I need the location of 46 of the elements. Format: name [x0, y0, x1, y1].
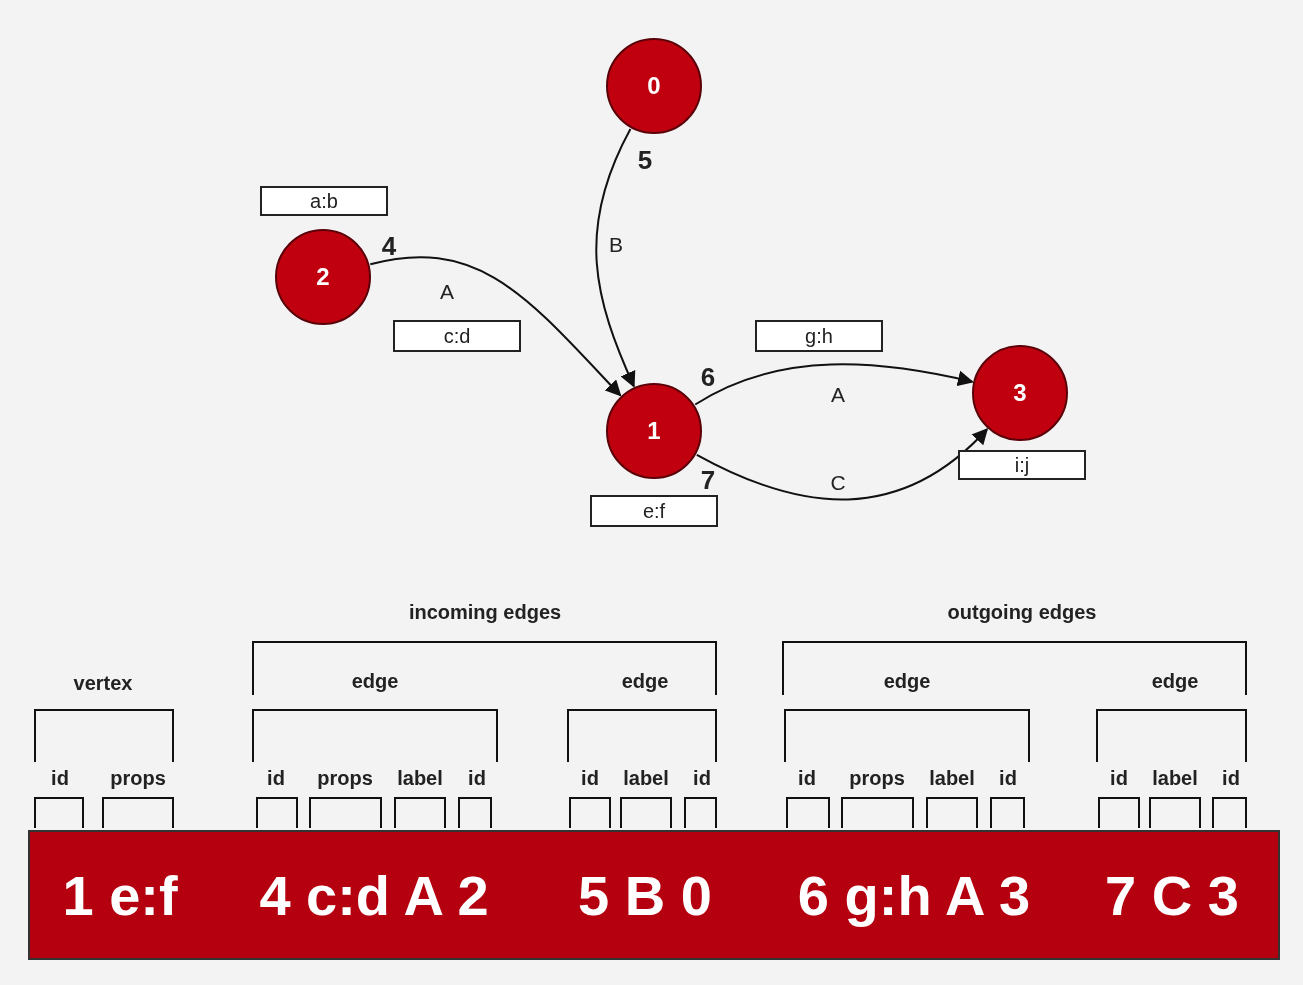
- property-box: a:b: [260, 186, 388, 216]
- bracket-label: props: [110, 766, 166, 790]
- property-box: g:h: [755, 320, 883, 352]
- bracket-label: outgoing edges: [947, 600, 1097, 624]
- bracket-label: vertex: [73, 671, 133, 695]
- property-box: c:d: [393, 320, 521, 352]
- bracket-label: props: [849, 766, 905, 790]
- record-field: 5 B 0: [578, 862, 712, 928]
- bracket-label: id: [1110, 766, 1128, 790]
- edge-id: 7: [700, 464, 716, 496]
- vertex-circle: 0: [606, 38, 702, 134]
- bracket-label: edge: [883, 669, 931, 693]
- record-bar: [28, 830, 1280, 960]
- arrow: [595, 127, 636, 388]
- bracket-label: edge: [621, 669, 669, 693]
- record-field: 7 C 3: [1105, 862, 1239, 928]
- bracket-label: incoming edges: [408, 600, 562, 624]
- vertex-circle: 1: [606, 383, 702, 479]
- arrow: [369, 256, 622, 397]
- bracket-label: id: [1222, 766, 1240, 790]
- vertex-circle: 2: [275, 229, 371, 325]
- bracket-label: edge: [351, 669, 399, 693]
- bracket-label: label: [623, 766, 669, 790]
- property-box: e:f: [590, 495, 718, 527]
- bracket-label: id: [468, 766, 486, 790]
- record-field: 4 c:d A 2: [259, 862, 489, 928]
- record-field: 6 g:h A 3: [797, 862, 1031, 928]
- edge-id: 4: [381, 230, 397, 262]
- bracket-label: label: [929, 766, 975, 790]
- bracket-label: edge: [1151, 669, 1199, 693]
- vertex-circle: 3: [972, 345, 1068, 441]
- bracket-label: props: [317, 766, 373, 790]
- edge-id: 6: [700, 361, 716, 393]
- bracket-label: id: [51, 766, 69, 790]
- edge-id: 5: [637, 144, 653, 176]
- bracket-label: id: [999, 766, 1017, 790]
- property-box: i:j: [958, 450, 1086, 480]
- arrow: [695, 428, 989, 501]
- bracket-label: id: [267, 766, 285, 790]
- bracket-label: id: [581, 766, 599, 790]
- bracket-label: label: [397, 766, 443, 790]
- bracket-label: label: [1152, 766, 1198, 790]
- record-field: 1 e:f: [62, 862, 178, 928]
- bracket-label: id: [693, 766, 711, 790]
- arrow: [694, 363, 974, 406]
- bracket-label: id: [798, 766, 816, 790]
